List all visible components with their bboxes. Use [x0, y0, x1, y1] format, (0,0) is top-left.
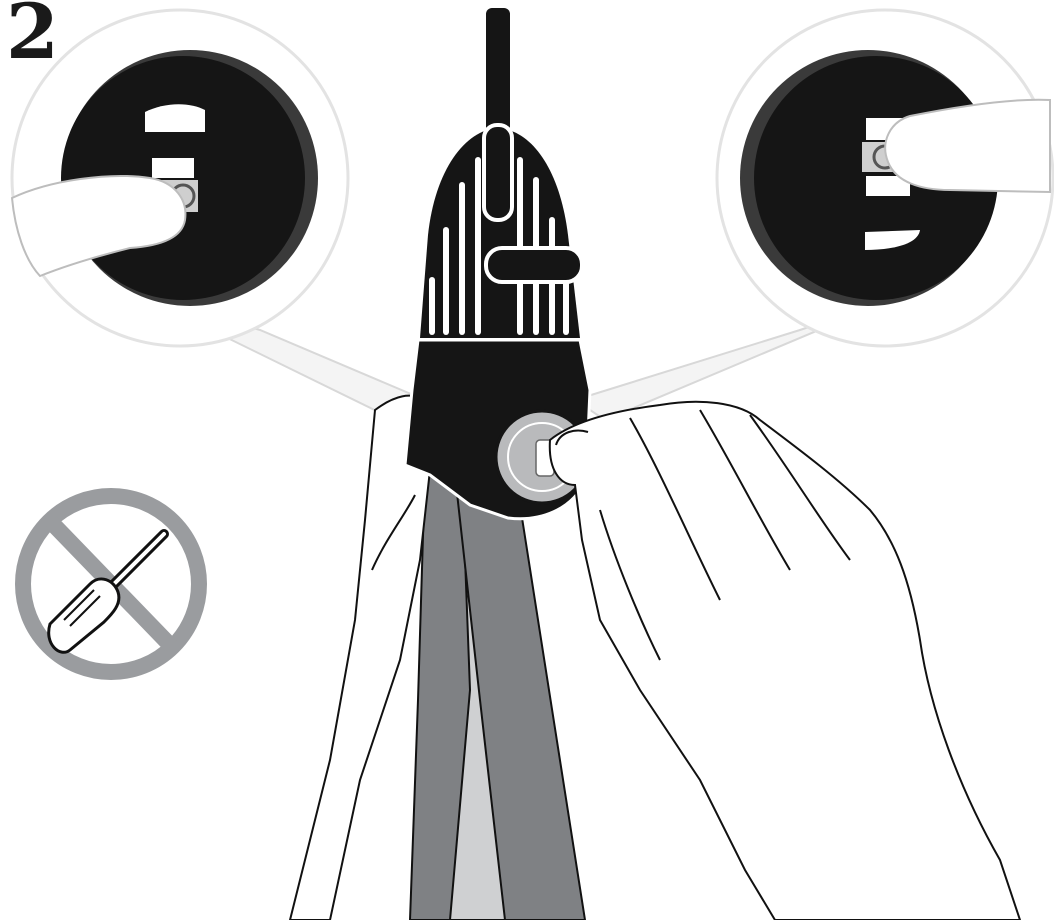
pressing-hand-right — [550, 402, 1020, 920]
no-screwdriver-icon — [23, 496, 199, 672]
device-clip-slot — [486, 248, 582, 282]
strap-group — [410, 470, 585, 920]
right-magnified-callout — [717, 10, 1053, 346]
cord-entry-highlight — [484, 125, 512, 220]
left-magnified-callout — [12, 10, 348, 346]
screwdriver-icon — [49, 534, 164, 652]
holding-hand-left — [290, 396, 430, 920]
step-number: 2 — [6, 0, 59, 70]
